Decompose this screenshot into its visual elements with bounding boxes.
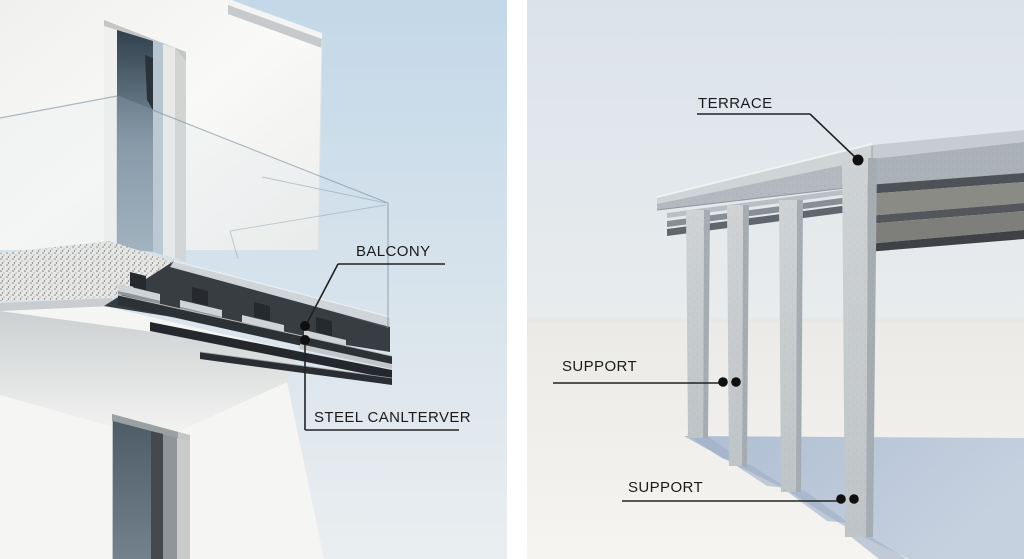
panel-divider	[507, 0, 527, 559]
column-2-shadow	[729, 461, 787, 488]
beam-web	[254, 302, 270, 321]
support-lower-dot-2	[849, 494, 859, 504]
steel-cantilever-beams	[104, 260, 393, 385]
glass-return-edge	[261, 176, 387, 204]
support-lower-label: SUPPORT	[628, 479, 704, 496]
glass-reflection-dark	[145, 55, 153, 110]
edge-beam-bottom-line	[656, 184, 873, 211]
column-shadow-streaks	[686, 434, 907, 559]
beam-flange-shade	[118, 291, 160, 304]
lower-window-jamb	[163, 434, 177, 559]
right-annotations	[553, 113, 857, 502]
left-annotations	[304, 263, 459, 431]
upper-window	[104, 20, 186, 268]
terrace-joists	[867, 173, 1024, 252]
steel-stringer-1	[118, 295, 392, 366]
rail-1	[667, 186, 872, 218]
column-4-shadow	[845, 532, 907, 559]
lower-window-glass	[113, 421, 151, 559]
balcony-label: BALCONY	[356, 243, 431, 260]
stringer-3-highlight	[199, 351, 393, 379]
joist-2	[867, 211, 1024, 244]
roof-cap	[228, 5, 322, 48]
rail-3	[667, 202, 872, 236]
terrace-slab	[656, 130, 1024, 211]
balcony-scene	[0, 0, 507, 559]
edge-beam-texture	[657, 159, 872, 210]
column-4-corner	[842, 158, 877, 537]
stringer-1-highlight	[117, 294, 393, 357]
fascia-highlight-edge	[173, 260, 391, 318]
support-upper-dot-1	[718, 377, 728, 387]
steel-stringer-2	[150, 322, 392, 379]
lower-window-reveal	[177, 438, 190, 559]
glass-top-edge	[0, 95, 389, 204]
slab-top-highlight	[656, 143, 873, 198]
edge-beam-right-texture	[872, 142, 1024, 185]
upper-window-glass	[117, 30, 153, 252]
beam-flange	[304, 330, 346, 347]
glass-panel-left	[0, 96, 117, 252]
upper-window-reveal	[175, 48, 186, 262]
joist-gap-1	[867, 173, 1024, 194]
joist-gap-2	[867, 203, 1024, 224]
beam-flange	[242, 315, 284, 332]
support-upper-label: SUPPORT	[562, 358, 638, 375]
beam-web	[316, 317, 332, 336]
glass-reflection-light	[153, 41, 163, 255]
balcony-dot-2	[300, 335, 310, 345]
support-upper-dot-2	[731, 377, 741, 387]
horizon-line	[527, 318, 1024, 322]
column-texture	[842, 158, 877, 537]
column-3-shadow	[781, 487, 849, 523]
lower-window-head	[112, 414, 178, 439]
upper-window-inner-jamb	[163, 44, 175, 258]
slab-fascia-right	[872, 130, 1024, 159]
glass-panel-front	[117, 96, 388, 328]
column-2	[727, 205, 749, 466]
upper-window-left-jamb	[104, 26, 117, 250]
beam-flange	[180, 300, 222, 317]
beam-web	[130, 272, 146, 290]
lower-window	[112, 414, 190, 559]
column-1-shadow	[686, 434, 743, 461]
slab-left-fascia	[0, 298, 112, 311]
slab-front-fascia	[170, 261, 390, 327]
terrace-dot	[852, 154, 864, 166]
beam-flange	[118, 284, 160, 301]
support-lower-dot-1	[836, 494, 846, 504]
column-texture	[727, 205, 749, 466]
terrace-scene	[527, 0, 1024, 559]
joist-gap-3	[867, 230, 1024, 252]
joist-1	[867, 182, 1024, 216]
balcony-dot-1	[300, 321, 310, 331]
right-panel: TERRACE SUPPORT SUPPORT	[527, 0, 1024, 559]
column-1	[686, 210, 710, 438]
stringer-2-flange	[300, 344, 392, 369]
terrace-leader-line	[809, 113, 857, 159]
glass-inner-edge	[229, 204, 387, 232]
beam-web	[192, 287, 208, 306]
terrace-columns	[686, 158, 877, 537]
roof-cap-highlight	[228, 0, 322, 40]
left-panel: BALCONY STEEL CANLTERVER	[0, 0, 507, 559]
lower-window-mullion	[151, 431, 163, 559]
steel-stringer-3	[200, 352, 392, 385]
terrace-label: TERRACE	[698, 95, 773, 112]
building-corner-edge	[317, 39, 323, 251]
column-texture	[779, 200, 803, 492]
balcony-leader-line	[305, 263, 339, 326]
slab-fascia-left	[657, 145, 872, 204]
glass-inner-corner	[229, 230, 239, 260]
steel-beam-1	[118, 272, 160, 304]
terrace-rails	[667, 186, 872, 236]
glass-railing	[0, 95, 389, 328]
column-texture	[686, 210, 710, 438]
column-3	[779, 200, 803, 492]
rail-2	[667, 194, 872, 227]
steel-cantilever-label: STEEL CANLTERVER	[314, 409, 472, 426]
